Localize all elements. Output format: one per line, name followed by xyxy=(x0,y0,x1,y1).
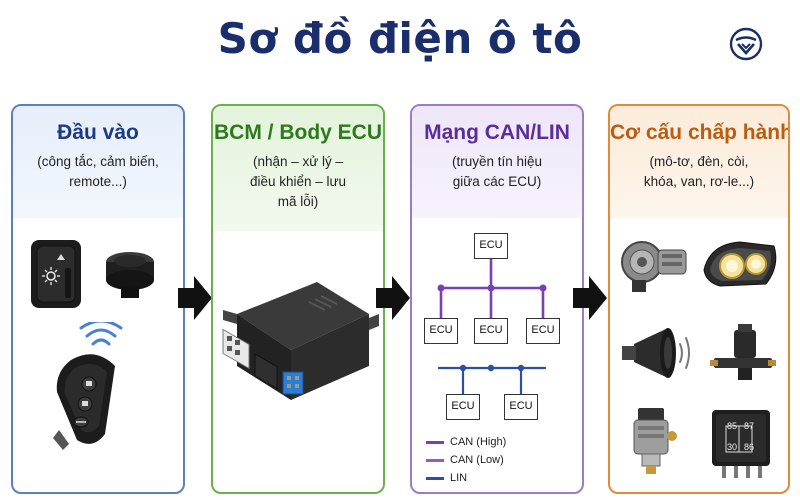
ecu-node-can-3: ECU xyxy=(526,318,560,344)
legend-swatch xyxy=(426,440,444,444)
can-bus-lines xyxy=(437,259,547,394)
flow-arrow-2 xyxy=(376,276,410,320)
network-header: Mạng CAN/LIN (truyền tín hiệu giữa các E… xyxy=(412,106,582,218)
ecu-module-icon xyxy=(222,282,379,400)
flow-arrow-1 xyxy=(178,276,212,320)
ecu-node-can-2: ECU xyxy=(474,318,508,344)
legend-label: LIN xyxy=(450,472,468,484)
sensor-icon xyxy=(106,252,154,298)
horn-icon xyxy=(622,328,690,378)
solenoid-icon xyxy=(633,408,677,474)
bcm-header: BCM / Body ECU (nhận – xử lý – điều khiể… xyxy=(213,106,383,231)
network-heading: Mạng CAN/LIN xyxy=(424,121,570,144)
bcm-subtitle-line: (nhận – xử lý – xyxy=(252,154,344,169)
ecu-node-lin-1: ECU xyxy=(446,394,480,420)
actuators-subtitle-line: (mô-tơ, đèn, còi, xyxy=(649,154,749,169)
inputs-panel: Đầu vào (công tắc, cảm biến, remote...) xyxy=(11,104,185,494)
ecu-node-main: ECU xyxy=(474,233,508,259)
legend-swatch xyxy=(426,458,444,462)
legend-lin: LIN xyxy=(426,472,467,484)
relay-pin-label: 30 xyxy=(727,442,738,452)
valve-icon xyxy=(710,324,776,380)
actuators-panel: Cơ cấu chấp hành (mô-tơ, đèn, còi, khóa,… xyxy=(608,104,790,494)
arrow-right-icon xyxy=(376,276,410,320)
legend-swatch xyxy=(426,476,444,480)
network-subtitle-line: giữa các ECU) xyxy=(452,174,542,189)
legend-label: CAN (Low) xyxy=(450,454,504,466)
bcm-panel: BCM / Body ECU (nhận – xử lý – điều khiể… xyxy=(211,104,385,494)
ecu-node-can-1: ECU xyxy=(424,318,458,344)
actuators-heading: Cơ cấu chấp hành xyxy=(610,121,790,144)
arrow-right-icon xyxy=(573,276,607,320)
relay-pin-label: 87 xyxy=(744,421,755,431)
car-logo-icon xyxy=(729,27,763,61)
arrow-right-icon xyxy=(178,276,212,320)
legend-label: CAN (High) xyxy=(450,436,507,448)
flow-arrow-3 xyxy=(573,276,607,320)
actuators-subtitle-line: khóa, van, rơ-le...) xyxy=(643,174,755,189)
relay-pin-label: 85 xyxy=(727,421,738,431)
motor-icon xyxy=(621,241,687,292)
inputs-subtitle: (công tắc, cảm biến, remote...) xyxy=(37,154,159,189)
ecu-node-lin-2: ECU xyxy=(504,394,538,420)
switch-icon xyxy=(31,240,81,308)
bcm-subtitle: (nhận – xử lý – điều khiển – lưu mã lỗi) xyxy=(213,152,383,212)
bcm-subtitle-line: điều khiển – lưu xyxy=(249,174,347,189)
headlight-icon xyxy=(703,241,777,287)
actuators-header: Cơ cấu chấp hành (mô-tơ, đèn, còi, khóa,… xyxy=(610,106,788,218)
actuators-subtitle: (mô-tơ, đèn, còi, khóa, van, rơ-le...) xyxy=(610,152,788,192)
remote-key-icon xyxy=(53,322,123,450)
network-panel: Mạng CAN/LIN (truyền tín hiệu giữa các E… xyxy=(410,104,584,494)
inputs-header: Đầu vào (công tắc, cảm biến, remote...) xyxy=(13,106,183,218)
legend-can-low: CAN (Low) xyxy=(426,454,504,466)
inputs-heading: Đầu vào xyxy=(57,121,139,144)
relay-icon xyxy=(712,410,770,478)
legend-can-high: CAN (High) xyxy=(426,436,506,448)
bcm-subtitle-line: mã lỗi) xyxy=(277,194,319,209)
page-title: Sơ đồ điện ô tô xyxy=(217,14,583,63)
network-subtitle: (truyền tín hiệu giữa các ECU) xyxy=(412,152,582,192)
network-subtitle-line: (truyền tín hiệu xyxy=(451,154,543,169)
relay-pin-label: 86 xyxy=(744,442,755,452)
bcm-heading: BCM / Body ECU xyxy=(214,121,382,144)
